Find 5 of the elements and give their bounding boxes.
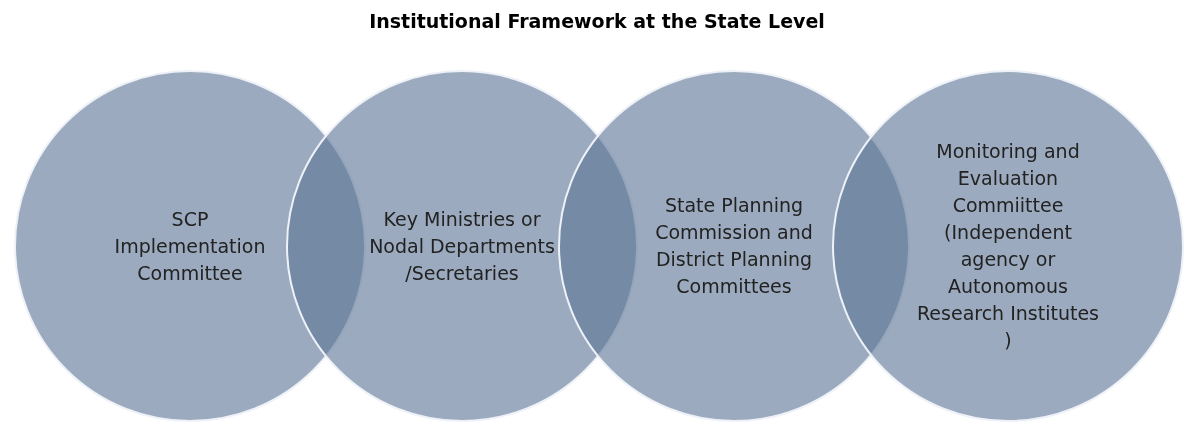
node-label: State Planning Commission and District Planning Committees: [654, 193, 814, 299]
node-label: Key Ministries or Nodal Departments /Secretaries: [368, 206, 556, 286]
diagram-title: Institutional Framework at the State Level: [369, 10, 825, 32]
node-label: SCP Implementation Committee: [113, 206, 267, 286]
node-label: Monitoring and Evaluation Commiittee (Independent agency or Autonomous Research Institutes ): [916, 139, 1100, 353]
